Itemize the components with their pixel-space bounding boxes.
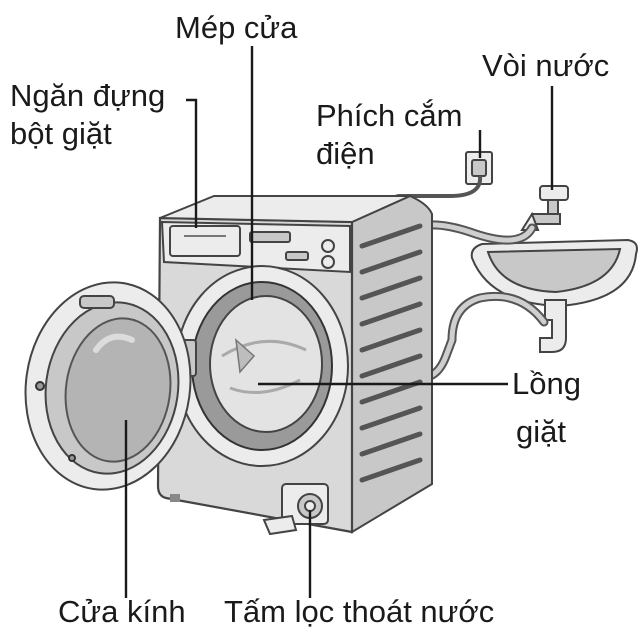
drain-hose: [430, 296, 544, 376]
label-door-rim: Mép cửa: [175, 10, 298, 45]
door-opening: [176, 266, 348, 466]
label-detergent-drawer-line2: bột giặt: [10, 116, 112, 151]
detergent-drawer: [170, 226, 240, 256]
label-drum-line2: giặt: [516, 414, 566, 449]
label-glass-door: Cửa kính: [58, 594, 186, 629]
machine-foot: [170, 494, 180, 502]
faucet-illustration: [522, 186, 568, 230]
label-detergent-drawer-line1: Ngăn đựng: [10, 78, 165, 113]
label-drum-line1: Lồng: [512, 366, 581, 401]
label-drain-filter: Tấm lọc thoát nước: [224, 594, 494, 629]
inlet-hose: [420, 225, 532, 240]
label-plug-line2: điện: [316, 136, 375, 171]
label-faucet: Vòi nước: [482, 48, 609, 83]
label-plug-line1: Phích cắm: [316, 98, 462, 133]
